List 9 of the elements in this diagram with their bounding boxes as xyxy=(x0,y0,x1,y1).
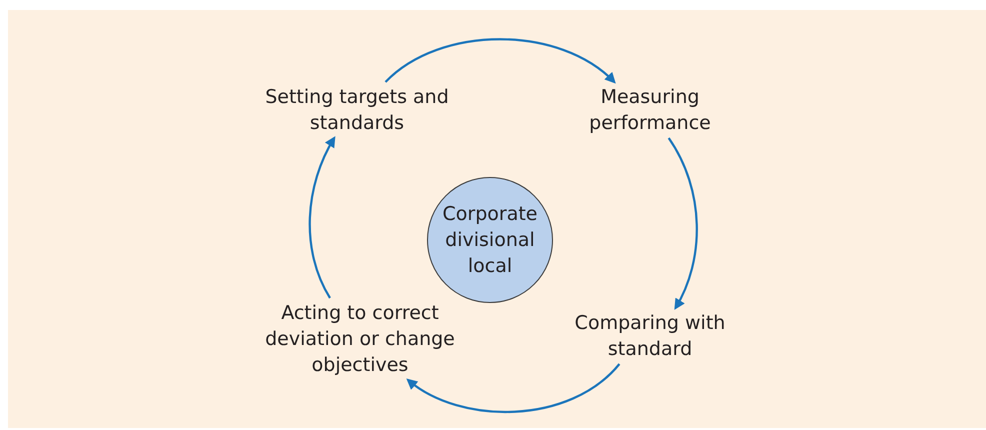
step-label: Comparing with standard xyxy=(574,311,726,362)
cycle-arrow xyxy=(384,38,616,84)
cycle-arrow xyxy=(668,137,698,310)
step-label: Setting targets and standards xyxy=(264,85,450,136)
circle-label: Corporate divisional local xyxy=(442,202,538,279)
cycle-arrow xyxy=(308,136,336,299)
step-label: Measuring performance xyxy=(588,85,712,136)
step-label: Acting to correct deviation or change objectives xyxy=(264,301,456,378)
cycle-arrow xyxy=(406,363,620,413)
